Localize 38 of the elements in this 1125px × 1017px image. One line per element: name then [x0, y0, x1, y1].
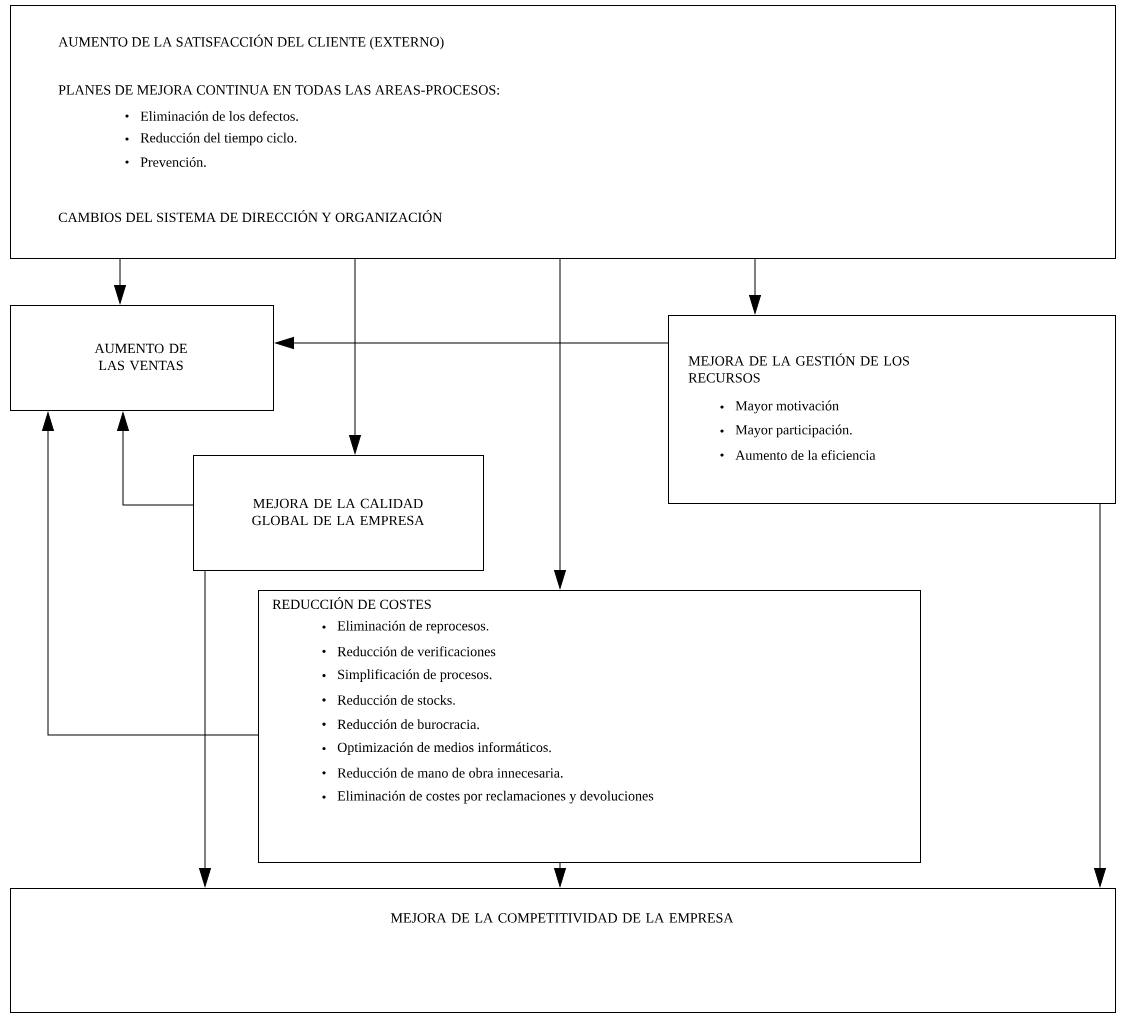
list-item: Mayor participación.	[720, 424, 852, 438]
box-heading: CAMBIOS DEL SISTEMA DE DIRECCIÓN Y ORGANIZACIÓN	[58, 209, 443, 223]
list-item: Optimización de medios informáticos.	[322, 742, 551, 755]
arrow	[114, 258, 126, 304]
arrow	[554, 862, 566, 887]
box-heading: REDUCCIÓN DE COSTES	[272, 596, 431, 610]
list-item: Eliminación de los defectos.	[125, 110, 298, 122]
box-label: AUMENTO DE LAS VENTAS	[94, 343, 187, 371]
list-item: Prevención.	[125, 157, 206, 167]
list-item: Reducción de burocracia.	[322, 719, 479, 730]
list-item: Eliminación de reprocesos.	[322, 620, 489, 634]
list-item: Mayor motivación	[720, 400, 839, 414]
arrow	[199, 570, 211, 887]
arrow	[1094, 503, 1106, 887]
process-box	[10, 5, 1116, 259]
arrow	[749, 258, 761, 314]
list-item: Reducción de mano de obra innecesaria.	[322, 767, 563, 778]
box-heading: PLANES DE MEJORA CONTINUA EN TODAS LAS AREAS-PROCESOS:	[58, 85, 499, 95]
process-box	[193, 455, 484, 571]
process-box	[668, 315, 1116, 504]
process-box	[10, 305, 274, 411]
list-item: Reducción de verificaciones	[322, 646, 496, 657]
process-box	[258, 590, 921, 863]
box-heading: MEJORA DE LA GESTIÓN DE LOS RECURSOS	[688, 353, 909, 383]
arrow	[275, 337, 669, 349]
arrow	[117, 412, 194, 506]
box-label: MEJORA DE LA COMPETITIVIDAD DE LA EMPRESA	[390, 913, 734, 923]
arrow	[349, 258, 361, 454]
list-item: Aumento de la eficiencia	[720, 450, 876, 460]
arrow	[554, 258, 566, 589]
list-item: Reducción del tiempo ciclo.	[125, 132, 297, 146]
box-heading: AUMENTO DE LA SATISFACCIÓN DEL CLIENTE (EXTERNO)	[58, 34, 444, 50]
list-item: Simplificación de procesos.	[322, 669, 492, 682]
process-box	[10, 888, 1116, 1013]
box-label: MEJORA DE LA CALIDAD GLOBAL DE LA EMPRESA	[252, 498, 425, 526]
list-item: Eliminación de costes por reclamaciones y devoluciones	[322, 790, 654, 804]
list-item: Reducción de stocks.	[322, 694, 455, 705]
arrow	[42, 412, 259, 736]
